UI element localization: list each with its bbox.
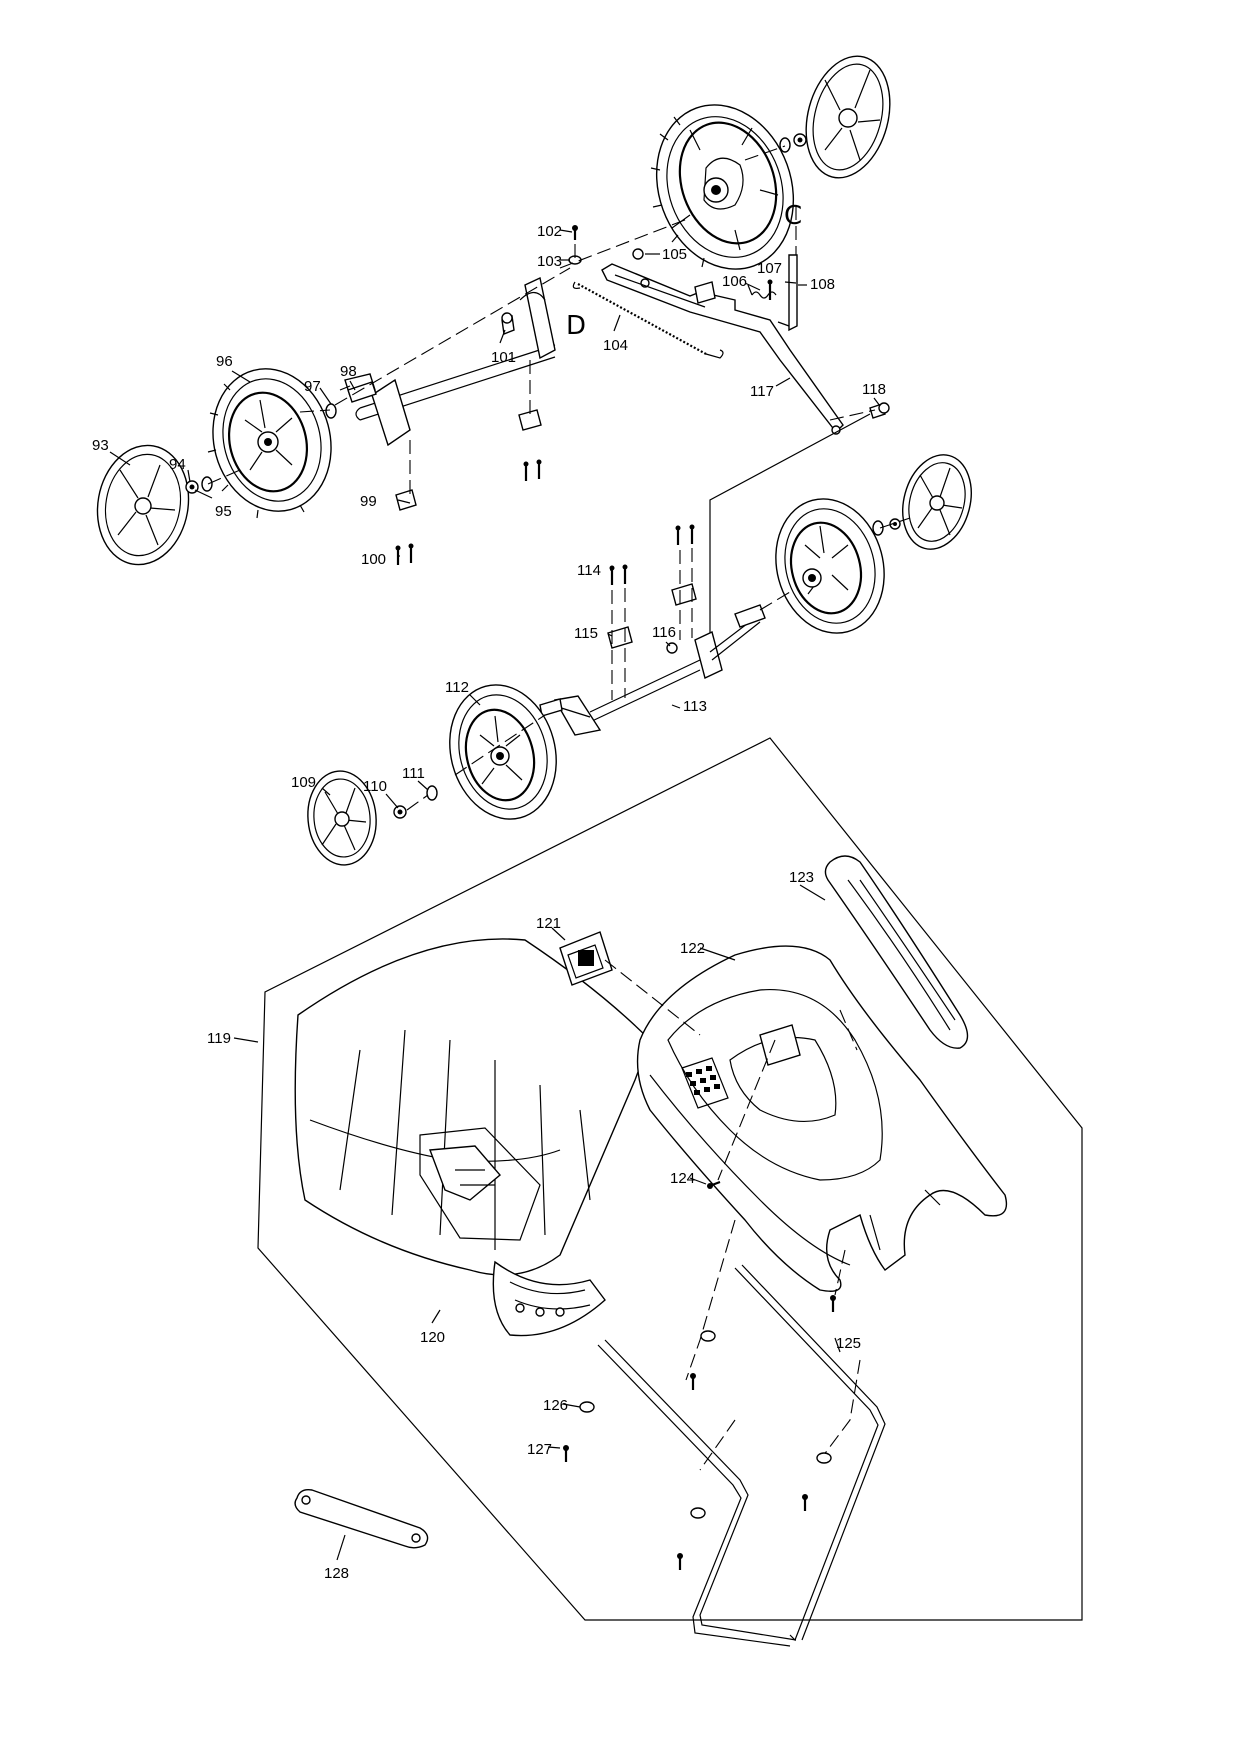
rod-108	[777, 254, 798, 332]
height-adjuster-front	[607, 524, 697, 700]
wheel-rear-right	[650, 104, 795, 270]
part-label-119: 119	[207, 1030, 231, 1047]
connector-line-118	[709, 413, 871, 650]
part-label-114: 114	[577, 562, 601, 579]
front-assembly-guide-lines	[406, 517, 911, 811]
part-label-121: 121	[536, 915, 561, 932]
grass-bag-section-frame	[257, 737, 1083, 1621]
bracket-128	[294, 1488, 429, 1549]
part-label-101: 101	[491, 349, 516, 366]
part-label-124: 124	[670, 1170, 695, 1187]
screws-127	[563, 1373, 808, 1570]
safety-key-121	[559, 931, 613, 986]
housing-cover-122	[636, 945, 1008, 1292]
spring-106	[747, 284, 777, 299]
hub-cap-rear-left	[96, 444, 190, 566]
handle-grip-123	[824, 855, 969, 1049]
front-axle	[539, 604, 766, 736]
part-label-95: 95	[215, 503, 232, 520]
hub-cap-front-left	[307, 770, 377, 866]
grass-bag-119	[294, 938, 651, 1276]
part-label-93: 93	[92, 437, 109, 454]
part-label-112: 112	[445, 679, 469, 696]
part-label-127: 127	[527, 1441, 552, 1458]
wheel-front-left	[449, 684, 557, 820]
hub-cap-front-right	[902, 454, 972, 550]
reference-letter-d: D	[566, 311, 586, 341]
washer-nut-front-right	[872, 518, 901, 536]
leader-lines	[109, 229, 881, 1561]
part-label-107: 107	[757, 260, 782, 277]
part-label-98: 98	[340, 363, 357, 380]
part-label-100: 100	[361, 551, 386, 568]
height-adjuster-rear	[395, 360, 542, 565]
part-label-113: 113	[683, 698, 707, 715]
part-label-108: 108	[810, 276, 835, 293]
bolt-118	[869, 402, 890, 419]
reference-letters: C D	[566, 201, 802, 341]
part-labels: 93 94 95 96 97 98 99 100 101 102 103 104…	[92, 223, 886, 1582]
part-label-116: 116	[652, 624, 676, 641]
bolt-101	[501, 312, 515, 335]
wheel-rear-left	[207, 368, 332, 519]
part-label-123: 123	[789, 869, 814, 886]
part-label-125: 125	[836, 1335, 861, 1352]
washer-nut-front-left	[393, 785, 438, 819]
part-label-99: 99	[360, 493, 377, 510]
nut-105	[632, 248, 644, 260]
axle-stub-98	[339, 381, 377, 403]
part-label-122: 122	[680, 940, 705, 957]
part-label-118: 118	[862, 381, 886, 398]
hub-cap-rear-right	[805, 55, 891, 179]
rear-assembly-guide-lines	[207, 145, 876, 485]
part-label-109: 109	[291, 774, 316, 791]
handle-bar-125	[597, 1264, 886, 1647]
pin-107	[767, 279, 773, 300]
part-label-120: 120	[420, 1329, 445, 1346]
grass-bag-lid-120	[492, 1260, 606, 1337]
part-label-102: 102	[537, 223, 562, 240]
part-label-111: 111	[402, 765, 425, 782]
cover-guide-lines	[604, 959, 861, 1471]
keypad-grid	[686, 1066, 720, 1095]
wheel-front-right	[775, 498, 885, 634]
reference-letter-c: C	[784, 201, 802, 231]
part-label-117: 117	[750, 383, 774, 400]
part-label-104: 104	[603, 337, 628, 354]
part-label-128: 128	[324, 1565, 349, 1582]
part-label-94: 94	[169, 456, 186, 473]
part-label-105: 105	[662, 246, 687, 263]
washers-126	[579, 1330, 832, 1519]
part-label-103: 103	[537, 253, 562, 270]
part-label-106: 106	[722, 273, 747, 290]
part-label-126: 126	[543, 1397, 568, 1414]
spring-104	[572, 281, 724, 359]
part-label-96: 96	[216, 353, 233, 370]
part-label-97: 97	[304, 378, 321, 395]
part-label-110: 110	[363, 778, 387, 795]
part-label-115: 115	[574, 625, 598, 642]
washer-nut-rear-right	[779, 133, 807, 153]
screws-124	[707, 1180, 836, 1312]
